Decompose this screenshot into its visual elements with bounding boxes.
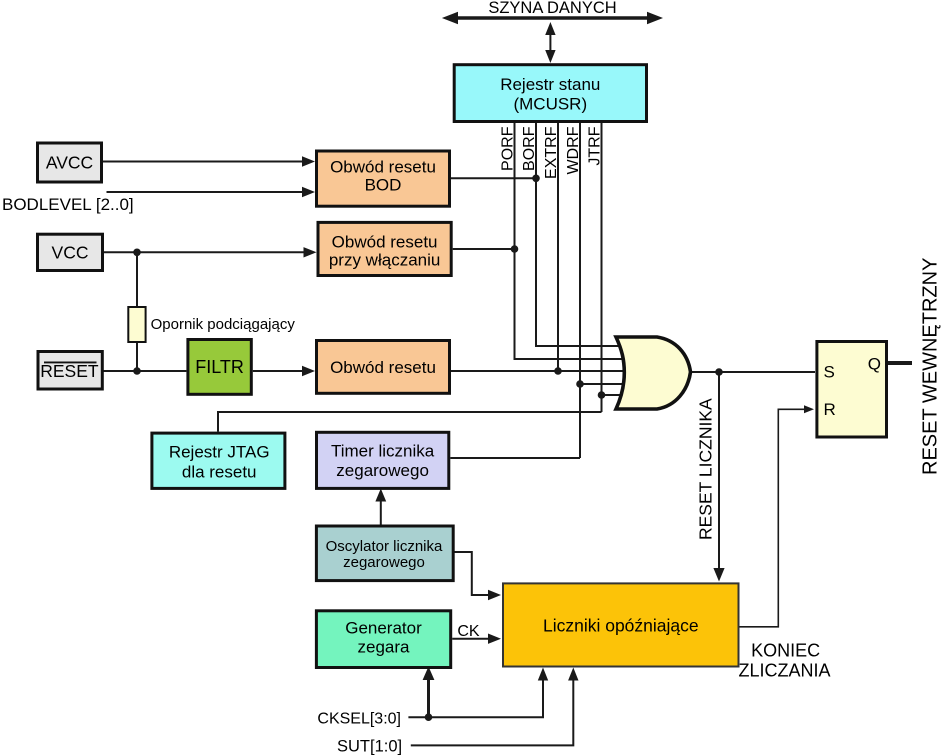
svg-text:SUT[1:0]: SUT[1:0] [337, 738, 402, 756]
svg-text:JTRF: JTRF [587, 126, 604, 165]
svg-text:BODLEVEL [2..0]: BODLEVEL [2..0] [2, 195, 134, 214]
svg-text:CK: CK [457, 623, 480, 640]
svg-text:Obwód resetu: Obwód resetu [330, 157, 436, 176]
svg-text:WDRF: WDRF [565, 126, 582, 174]
svg-text:AVCC: AVCC [46, 153, 93, 173]
svg-text:SZYNA DANYCH: SZYNA DANYCH [488, 0, 616, 17]
svg-text:zegarowego: zegarowego [343, 554, 425, 571]
svg-text:Rejestr JTAG: Rejestr JTAG [169, 443, 270, 462]
svg-text:zegara: zegara [358, 638, 411, 657]
svg-text:Obwód resetu: Obwód resetu [332, 232, 438, 251]
svg-text:RESET: RESET [40, 361, 99, 381]
svg-text:Q: Q [868, 355, 881, 374]
svg-text:S: S [824, 363, 835, 382]
svg-text:R: R [824, 400, 836, 419]
svg-text:KONIEC: KONIEC [751, 641, 820, 661]
svg-text:ZLICZANIA: ZLICZANIA [738, 661, 830, 681]
svg-text:FILTR: FILTR [195, 357, 244, 377]
svg-text:RESET WEWNĘTRZNY: RESET WEWNĘTRZNY [920, 258, 942, 475]
svg-text:EXTRF: EXTRF [543, 126, 560, 179]
svg-text:Opornik podciągający: Opornik podciągający [151, 316, 296, 333]
svg-text:(MCUSR): (MCUSR) [513, 95, 587, 114]
svg-text:przy włączaniu: przy włączaniu [329, 250, 441, 269]
svg-text:Generator: Generator [345, 619, 422, 638]
svg-text:Obwód resetu: Obwód resetu [330, 358, 436, 377]
svg-text:BOD: BOD [365, 175, 402, 194]
svg-text:Liczniki opóźniające: Liczniki opóźniające [543, 616, 699, 636]
svg-text:Timer licznika: Timer licznika [331, 442, 435, 461]
svg-text:RESET LICZNIKA: RESET LICZNIKA [696, 398, 716, 540]
svg-text:zegarowego: zegarowego [336, 461, 429, 480]
svg-text:BORF: BORF [521, 126, 538, 171]
svg-text:PORF: PORF [500, 126, 517, 171]
svg-text:dla resetu: dla resetu [182, 463, 257, 482]
svg-text:VCC: VCC [52, 242, 89, 262]
svg-text:Rejestr stanu: Rejestr stanu [500, 75, 600, 94]
svg-text:CKSEL[3:0]: CKSEL[3:0] [317, 711, 401, 728]
svg-text:Oscylator licznika: Oscylator licznika [326, 538, 443, 555]
